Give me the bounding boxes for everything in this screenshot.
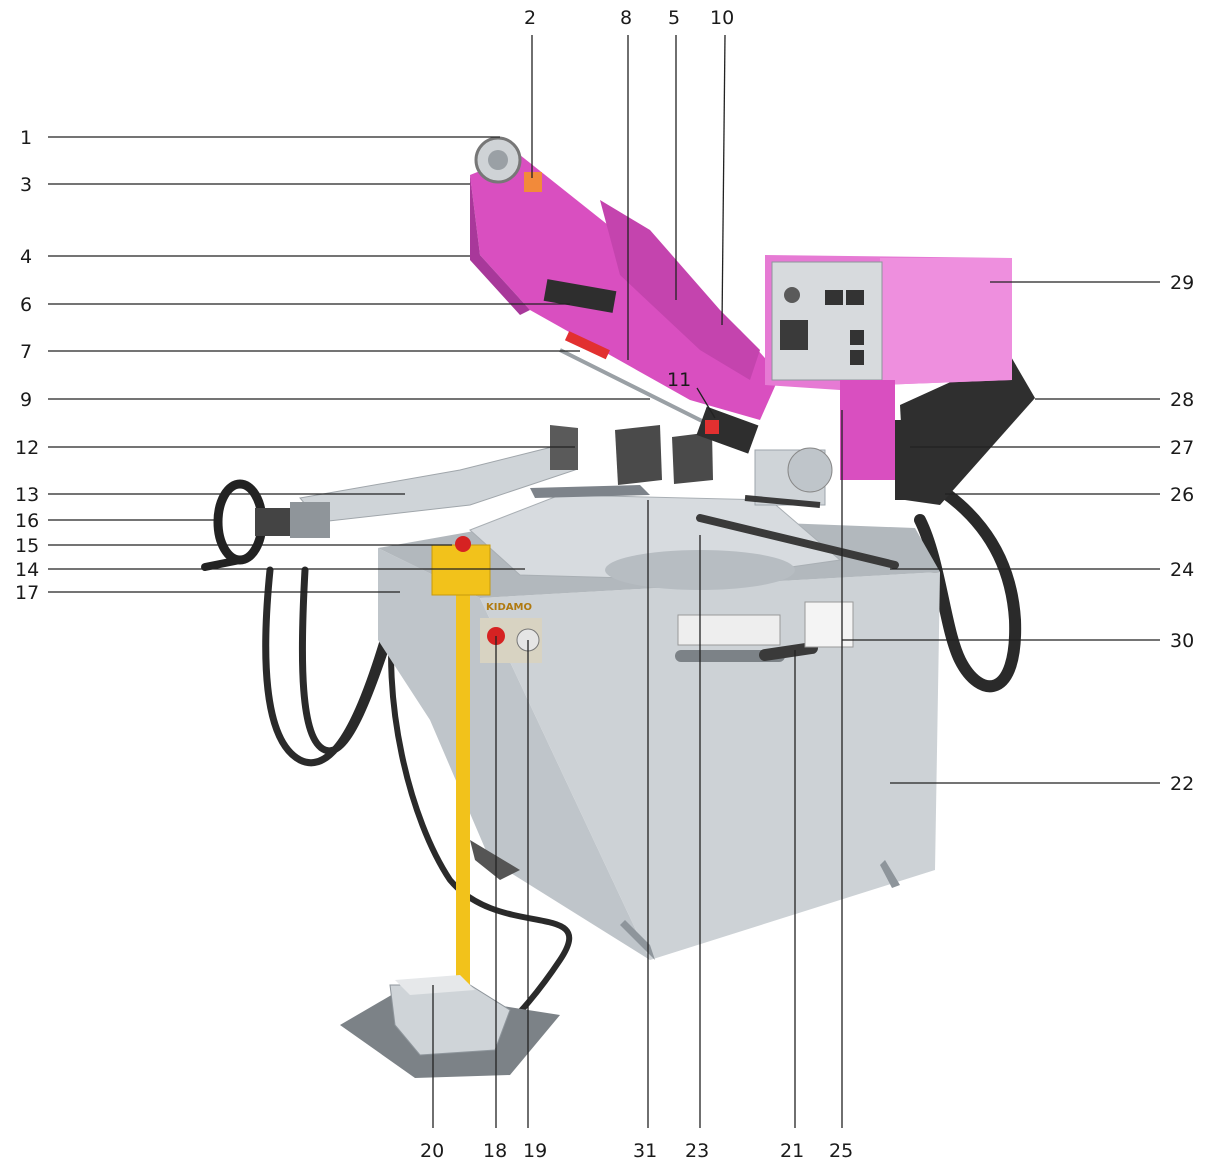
control-box (765, 255, 1012, 450)
callout-label: 11 (667, 369, 691, 391)
callout-label: 8 (620, 7, 632, 29)
saw-bow-frame (470, 136, 780, 454)
control-column-head (431, 544, 491, 596)
base-foot (880, 860, 900, 888)
vise-clamp-bar (696, 514, 899, 569)
drive-guard (895, 420, 920, 500)
callout-label: 14 (15, 559, 39, 581)
callout-label: 22 (1170, 773, 1194, 795)
jaw-plate (530, 485, 650, 498)
callout-label: 27 (1170, 437, 1194, 459)
base-cabinet-side (378, 548, 650, 960)
angle-lever (759, 642, 818, 661)
base-foot (470, 840, 520, 880)
callouts: 1 3 4 6 7 9 12 13 16 15 14 17 2 8 5 10 (15, 7, 1194, 1162)
callout-label: 13 (15, 484, 39, 506)
tension-indicator (524, 172, 542, 192)
callout-label: 26 (1170, 484, 1194, 506)
control-column (456, 575, 470, 985)
callout-label: 4 (20, 246, 32, 268)
guide-arm (543, 279, 617, 313)
angle-slot (675, 650, 785, 662)
callout-label: 19 (523, 1140, 547, 1162)
machine-illustration: KIDAMO (201, 136, 1035, 1078)
saw-blade (559, 348, 721, 432)
callout-label: 12 (15, 437, 39, 459)
brand-plate: KIDAMO (486, 602, 532, 613)
callout-label: 2 (524, 7, 536, 29)
base-foot (620, 920, 655, 960)
callout-label: 15 (15, 535, 39, 557)
callout-label: 5 (668, 7, 680, 29)
base-cabinet-front (480, 572, 940, 960)
callout-label: 10 (710, 7, 734, 29)
foot-pedal (340, 975, 560, 1078)
hydraulic-hoses (262, 474, 1022, 1028)
callout-label: 25 (829, 1140, 853, 1162)
vise-spindle (744, 495, 821, 508)
handwheel (201, 479, 330, 571)
rear-cover (900, 355, 1035, 505)
guide-red-marker (705, 420, 719, 434)
leader-line (721, 34, 726, 326)
callout-label: 6 (20, 294, 32, 316)
callout-label: 20 (420, 1140, 444, 1162)
pivot-hub (787, 447, 833, 493)
callout-label: 30 (1170, 630, 1194, 652)
callout-label: 16 (15, 510, 39, 532)
callout-label: 3 (20, 174, 32, 196)
vise-jaw-right (672, 432, 713, 484)
callout-label: 29 (1170, 272, 1194, 294)
callout-label: 21 (780, 1140, 804, 1162)
callout-label: 31 (633, 1140, 657, 1162)
callout-label: 7 (20, 341, 32, 363)
blade-guide (696, 406, 759, 454)
callout-label: 17 (15, 582, 39, 604)
callout-label: 1 (20, 127, 32, 149)
callout-label: 9 (20, 389, 32, 411)
vise-jaw-left (615, 425, 662, 485)
callout-label: 24 (1170, 559, 1194, 581)
callout-label: 18 (483, 1140, 507, 1162)
callout-label: 28 (1170, 389, 1194, 411)
nameplate (677, 614, 781, 646)
leader-line (696, 387, 716, 419)
callout-label: 23 (685, 1140, 709, 1162)
column-support (840, 380, 895, 480)
emergency-stop-top (455, 536, 471, 552)
blade-guard-red (564, 331, 610, 360)
